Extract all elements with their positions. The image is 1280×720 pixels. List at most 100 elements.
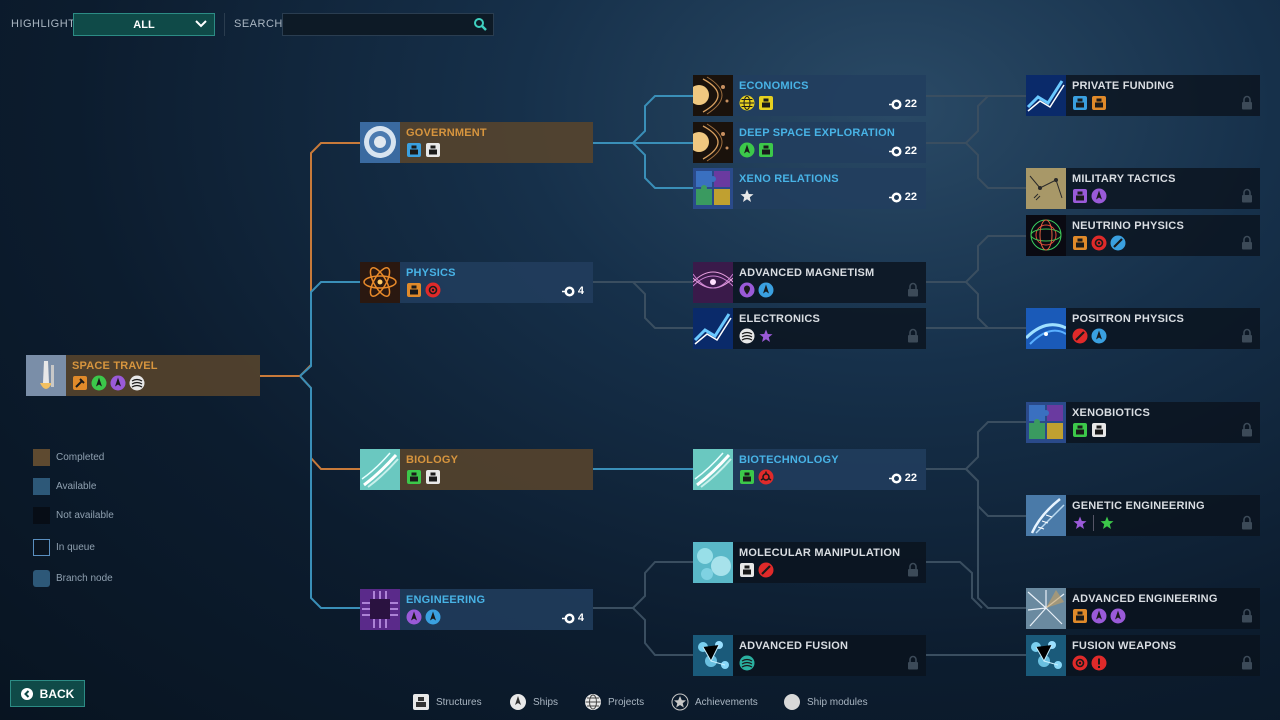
tech-node-space-travel[interactable]: SPACE TRAVEL bbox=[26, 355, 260, 396]
search-icon[interactable] bbox=[473, 17, 488, 32]
research-turns-icon bbox=[888, 146, 902, 156]
ship-icon bbox=[91, 375, 107, 391]
globe-icon bbox=[585, 694, 601, 710]
tech-name: FUSION WEAPONS bbox=[1072, 640, 1177, 652]
lock-icon bbox=[1242, 188, 1252, 203]
structure-icon bbox=[739, 562, 755, 578]
ship-icon bbox=[425, 609, 441, 625]
tech-node-physics[interactable]: PHYSICS 4 bbox=[360, 262, 593, 303]
tech-name: ADVANCED MAGNETISM bbox=[739, 267, 875, 279]
ship-icon bbox=[1091, 328, 1107, 344]
beam-icon bbox=[1072, 328, 1088, 344]
hazard-icon bbox=[758, 469, 774, 485]
module-icon bbox=[784, 694, 800, 710]
research-turns-value: 22 bbox=[904, 98, 917, 110]
back-label: BACK bbox=[39, 686, 75, 701]
rocket-launch-image bbox=[26, 355, 66, 396]
search-label: SEARCH bbox=[234, 18, 283, 30]
tech-node-biotechnology[interactable]: BIOTECHNOLOGY 22 bbox=[693, 449, 926, 490]
star-icon bbox=[758, 328, 774, 344]
tech-node-molecular-manipulation[interactable]: MOLECULAR MANIPULATION bbox=[693, 542, 926, 583]
tech-node-positron-physics[interactable]: POSITRON PHYSICS bbox=[1024, 308, 1260, 349]
legend-not-available: Not available bbox=[33, 507, 114, 524]
thumb-dna bbox=[693, 449, 733, 490]
tech-node-biology[interactable]: BIOLOGY bbox=[360, 449, 593, 490]
tech-node-advanced-magnetism[interactable]: ADVANCED MAGNETISM bbox=[692, 262, 926, 303]
tech-node-neutrino-physics[interactable]: NEUTRINO PHYSICS bbox=[1026, 215, 1260, 256]
tech-node-genetic-engineering[interactable]: GENETIC ENGINEERING bbox=[1026, 495, 1260, 536]
highlight-dropdown[interactable]: ALL bbox=[73, 13, 215, 36]
tech-name: PRIVATE FUNDING bbox=[1072, 80, 1175, 92]
star-icon bbox=[739, 188, 755, 204]
lock-icon bbox=[908, 282, 918, 297]
research-turns-value: 22 bbox=[904, 191, 917, 203]
tech-node-fusion-weapons[interactable]: FUSION WEAPONS bbox=[1026, 635, 1260, 676]
thumb-rocket-launch bbox=[26, 355, 66, 396]
gear-icon bbox=[425, 282, 441, 298]
research-turns-value: 4 bbox=[577, 612, 584, 624]
tech-node-deep-space-exploration[interactable]: DEEP SPACE EXPLORATION 22 bbox=[689, 122, 926, 163]
thumb-shatter bbox=[1026, 588, 1066, 629]
research-turns-icon bbox=[888, 99, 902, 109]
structure-icon bbox=[758, 95, 774, 111]
structure-icon bbox=[425, 142, 441, 158]
legend-swatch bbox=[33, 507, 50, 524]
tech-name: MOLECULAR MANIPULATION bbox=[739, 547, 901, 559]
unlock-icons bbox=[739, 655, 755, 671]
search-input[interactable] bbox=[283, 14, 473, 35]
tech-node-government[interactable]: GOVERNMENT bbox=[360, 122, 593, 163]
tech-name: ADVANCED ENGINEERING bbox=[1072, 593, 1218, 605]
legend-label: In queue bbox=[56, 542, 95, 553]
tech-name: DEEP SPACE EXPLORATION bbox=[739, 127, 895, 139]
thumb-puzzle bbox=[1026, 402, 1066, 443]
tech-node-electronics[interactable]: ELECTRONICS bbox=[693, 308, 926, 349]
ship-icon bbox=[1091, 608, 1107, 624]
tech-node-xeno-relations[interactable]: XENO RELATIONS 22 bbox=[693, 168, 926, 209]
research-turns-icon bbox=[888, 192, 902, 202]
unlock-icons bbox=[406, 609, 441, 625]
tech-node-engineering[interactable]: ENGINEERING 4 bbox=[360, 589, 593, 630]
lock-icon bbox=[1242, 328, 1252, 343]
puzzle-image bbox=[1026, 402, 1066, 443]
shatter-image bbox=[1026, 588, 1066, 629]
bottom-legend-ship-modules: Ship modules bbox=[783, 693, 868, 711]
unlock-icons bbox=[1072, 235, 1126, 251]
legend-completed: Completed bbox=[33, 449, 104, 466]
research-turns-value: 22 bbox=[904, 145, 917, 157]
legend-available: Available bbox=[33, 478, 96, 495]
hammer-icon bbox=[72, 375, 88, 391]
unlock-icons bbox=[406, 282, 441, 298]
tech-name: ECONOMICS bbox=[739, 80, 809, 92]
thumb-wave bbox=[1026, 75, 1066, 116]
tech-node-military-tactics[interactable]: MILITARY TACTICS bbox=[1026, 168, 1260, 209]
legend-swatch bbox=[33, 449, 50, 466]
tech-name: GENETIC ENGINEERING bbox=[1072, 500, 1205, 512]
wave-image bbox=[1026, 75, 1066, 116]
tech-node-advanced-engineering[interactable]: ADVANCED ENGINEERING bbox=[1026, 588, 1260, 629]
research-turns-value: 22 bbox=[904, 472, 917, 484]
legend-in-queue: In queue bbox=[33, 539, 95, 556]
gear-icon bbox=[1091, 235, 1107, 251]
legend-label: Not available bbox=[56, 510, 114, 521]
unlock-icons bbox=[739, 188, 755, 204]
star-icon bbox=[671, 693, 689, 711]
legend-swatch bbox=[33, 570, 50, 587]
back-button[interactable]: BACK bbox=[10, 680, 85, 707]
tech-node-economics[interactable]: ECONOMICS 22 bbox=[689, 75, 926, 116]
research-turns: 4 bbox=[561, 612, 584, 624]
star-icon bbox=[1099, 515, 1115, 531]
tech-node-private-funding[interactable]: PRIVATE FUNDING bbox=[1026, 75, 1260, 116]
bottom-legend-projects: Projects bbox=[584, 693, 644, 711]
structure-icon bbox=[1072, 188, 1088, 204]
topbar-divider bbox=[224, 13, 225, 36]
molecules-image bbox=[693, 635, 733, 676]
tech-node-xenobiotics[interactable]: XENOBIOTICS bbox=[1026, 402, 1260, 443]
bottom-legend-ships: Ships bbox=[509, 693, 558, 711]
tech-name: XENOBIOTICS bbox=[1072, 407, 1150, 419]
bottom-legend-label: Achievements bbox=[695, 696, 758, 708]
bottom-legend-label: Ship modules bbox=[807, 696, 868, 708]
tech-name: SPACE TRAVEL bbox=[72, 360, 158, 372]
unlock-icons bbox=[1072, 422, 1107, 438]
tech-node-advanced-fusion[interactable]: ADVANCED FUSION bbox=[693, 635, 926, 676]
tech-name: ADVANCED FUSION bbox=[739, 640, 849, 652]
